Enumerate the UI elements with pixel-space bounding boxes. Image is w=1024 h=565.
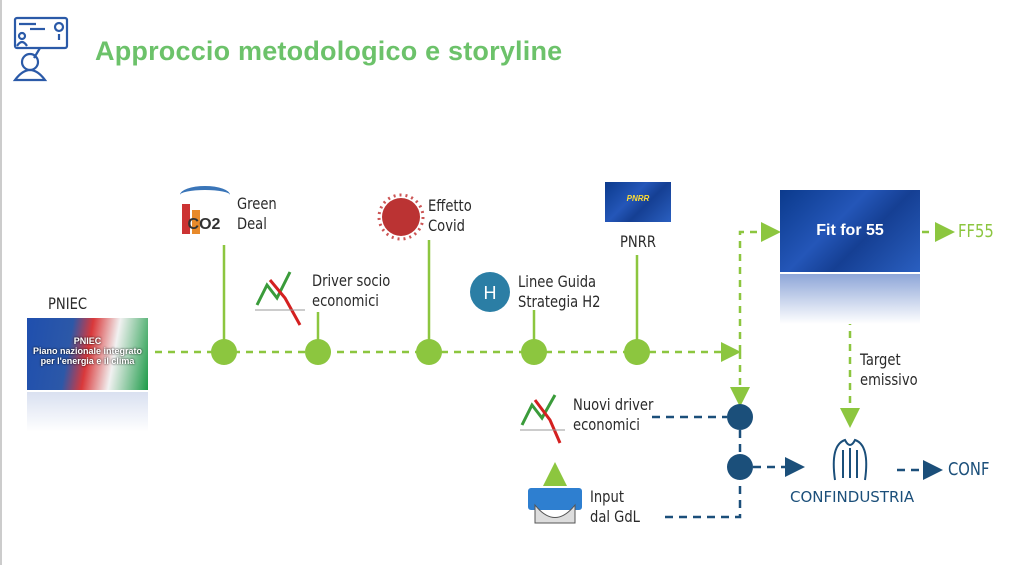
pniec-image-line: per l'energia e il clima (40, 356, 135, 366)
milestone-covid (416, 339, 442, 365)
confindustria-eagle-icon (832, 438, 868, 481)
pnrr-image-text: PNRR (626, 194, 650, 203)
label-line: Covid (428, 216, 465, 235)
milestone-h2 (521, 339, 547, 365)
label-line: Nuovi driver (573, 395, 654, 414)
label-line: Deal (237, 214, 267, 233)
milestone-pnrr (624, 339, 650, 365)
label-line: Target (860, 350, 901, 369)
pniec-image: PNIEC Piano nazionale integrato per l'en… (27, 318, 148, 390)
pnrr-image: PNRR (605, 182, 671, 222)
junction-nuovi-driver (727, 404, 753, 430)
page-title: Approccio metodologico e storyline (95, 36, 563, 66)
label-line: Green (237, 194, 277, 213)
pniec-image-line: Piano nazionale integrato (32, 346, 142, 356)
ff55-output: FF55 (958, 221, 994, 242)
conf-output: CONF (948, 459, 990, 480)
keyboard-hands-icon (528, 462, 582, 524)
hydrogen-icon (470, 272, 510, 312)
label-line: economici (312, 291, 379, 310)
hydrogen-symbol: H (484, 283, 497, 303)
fit-for-55-text: Fit for 55 (816, 222, 884, 239)
milestone-driver-socio (305, 339, 331, 365)
label-line: economici (573, 415, 640, 434)
chart-trend-icon-2 (520, 394, 565, 444)
fit-for-55-reflection (780, 274, 920, 324)
label-line: Input (590, 487, 624, 506)
chart-trend-icon (255, 271, 305, 326)
presentation-person-icon (12, 16, 69, 82)
label-line: Driver socio (312, 271, 391, 290)
virus-icon (377, 193, 425, 241)
co2-text: CO2 (187, 216, 221, 233)
label-line: Strategia H2 (518, 292, 601, 311)
milestone-green-deal (211, 339, 237, 365)
label-line: Linee Guida (518, 272, 597, 291)
junction-input (727, 454, 753, 480)
pniec-label: PNIEC (48, 294, 88, 313)
fit-for-55-image: Fit for 55 (780, 190, 920, 272)
left-border (0, 0, 2, 565)
label-line: dal GdL (590, 507, 640, 526)
green-deal-image: CO2 (176, 186, 232, 242)
label-line: Effetto (428, 196, 472, 215)
pniec-image-line: PNIEC (73, 336, 102, 346)
confindustria-label: CONFINDUSTRIA (790, 488, 915, 506)
pnrr-label: PNRR (620, 232, 656, 251)
label-line: emissivo (860, 370, 918, 389)
pniec-reflection (27, 392, 148, 432)
